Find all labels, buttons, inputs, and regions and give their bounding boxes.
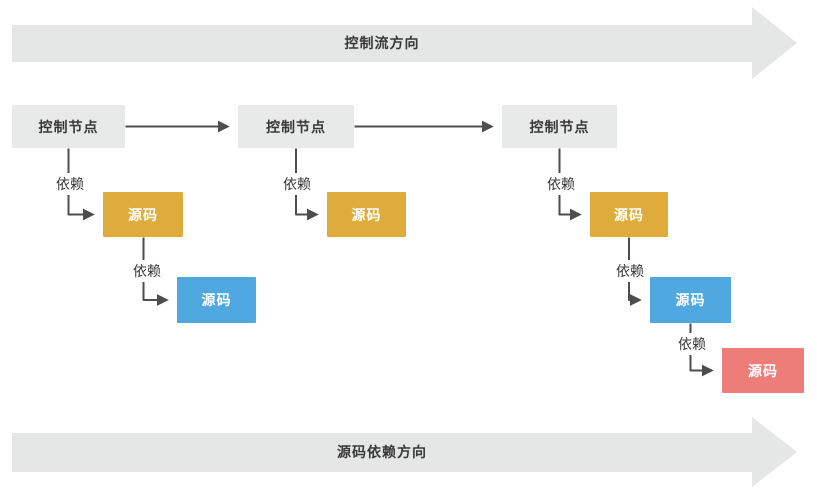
depends-label-1: 依赖: [53, 173, 87, 195]
source-dependency-banner: [12, 433, 752, 472]
control-flow-banner-label: 控制流方向: [344, 35, 420, 51]
source-node-blue-1: 源码: [177, 277, 256, 323]
depends-label-3: 依赖: [544, 173, 578, 195]
source-node-gold-1: 源码: [103, 192, 183, 237]
source-node-blue-3: 源码: [650, 277, 731, 323]
source-dependency-banner-label: 源码依赖方向: [337, 444, 427, 460]
source-node-red-3: 源码: [722, 348, 804, 393]
depends-label-4: 依赖: [130, 260, 164, 282]
control-flow-banner: [12, 25, 752, 62]
control-node-3: 控制节点: [502, 105, 617, 148]
control-node-2: 控制节点: [238, 105, 354, 148]
control-node-1: 控制节点: [12, 105, 125, 148]
source-node-gold-2: 源码: [327, 192, 406, 237]
depends-label-5: 依赖: [613, 260, 647, 282]
depends-label-6: 依赖: [675, 333, 709, 355]
control-flow-arrowhead-icon: [752, 7, 797, 79]
source-node-gold-3: 源码: [590, 192, 668, 237]
source-dependency-arrowhead-icon: [752, 417, 797, 487]
depends-label-2: 依赖: [280, 173, 314, 195]
